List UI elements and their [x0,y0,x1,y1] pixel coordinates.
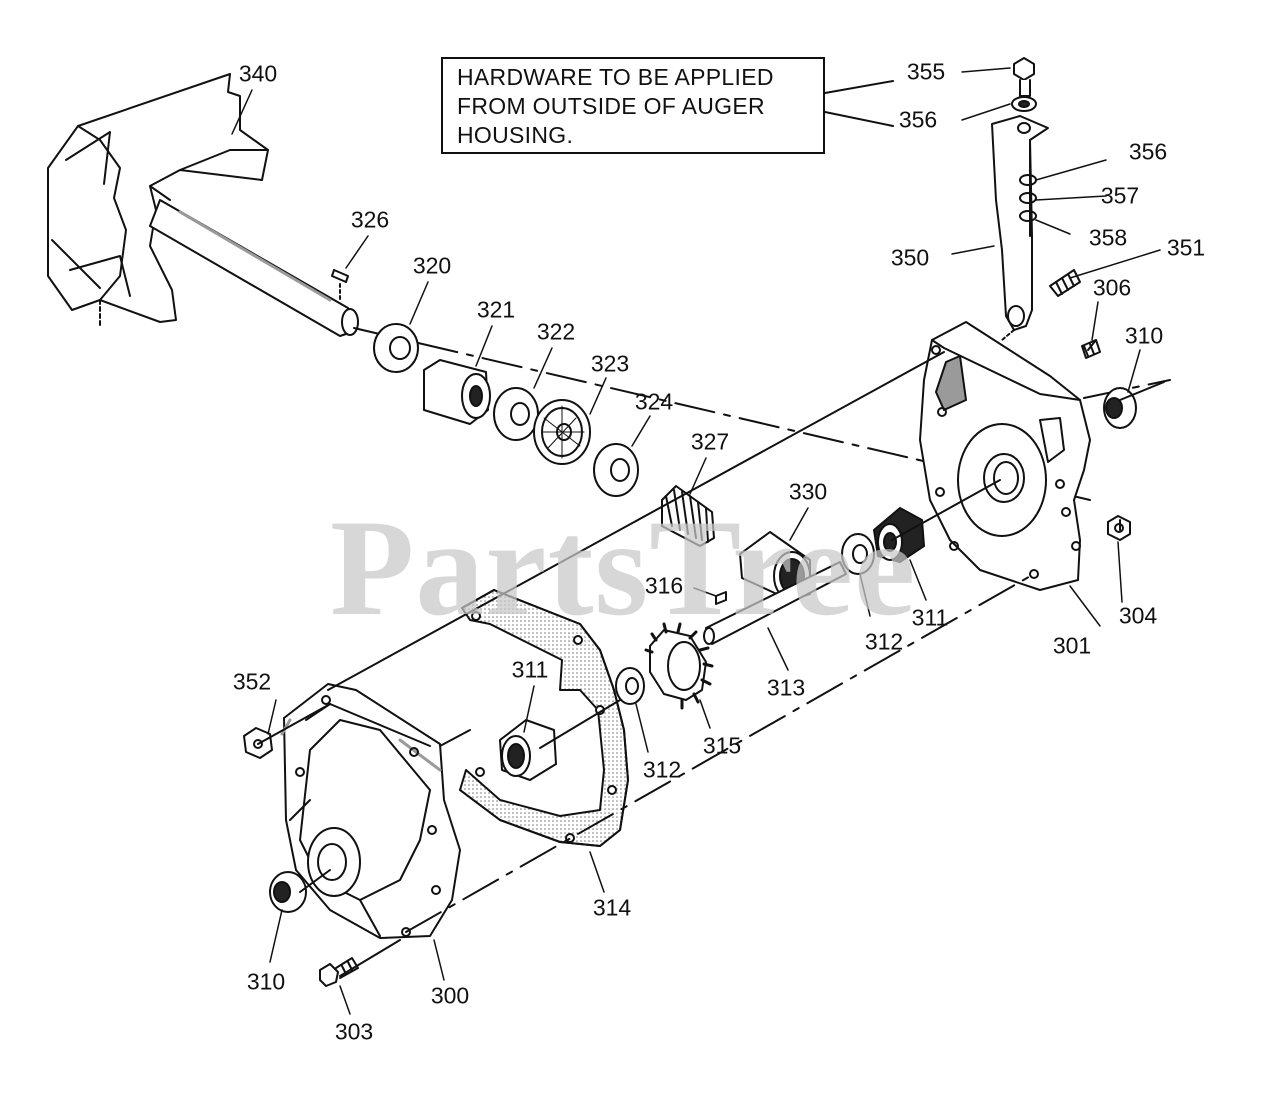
label-316: 316 [644,572,684,599]
label-355: 355 [906,58,946,85]
key-326 [331,269,349,301]
label-320: 320 [412,252,452,279]
housing-301 [919,321,1091,591]
label-352: 352 [232,668,272,695]
label-301: 301 [1052,632,1092,659]
label-327: 327 [690,428,730,455]
bolt-303 [319,957,359,987]
bracket-350 [991,115,1049,331]
label-311-right: 311 [911,604,949,631]
bolt-355 [1013,57,1035,97]
label-304: 304 [1118,602,1158,629]
washer-324 [593,443,639,497]
label-306: 306 [1092,274,1132,301]
bushing-321 [423,359,491,425]
washer-320 [373,323,419,373]
label-324: 324 [634,388,674,415]
screw-351 [1049,269,1081,297]
gasket-314 [459,589,629,847]
partstree-watermark: PartsTree [330,491,917,644]
bearing-310-left [269,871,307,913]
screw-306 [1081,339,1101,359]
label-351: 351 [1166,234,1206,261]
washer-312-right [841,533,875,575]
bearing-310-right [1103,387,1137,429]
thrust-bearing-323 [533,399,591,465]
label-358: 358 [1088,224,1128,251]
housing-300 [280,683,461,939]
washer-312-left [615,667,645,705]
bushing-311-left [499,719,557,781]
label-313: 313 [766,674,806,701]
note-line-1: HARDWARE TO BE APPLIED [457,64,774,90]
springs-357-358 [1019,174,1037,222]
auger-assembly-340 [47,73,359,337]
washer-322 [493,387,539,441]
shaft-313 [703,561,847,645]
hardware-note-box: HARDWARE TO BE APPLIED FROM OUTSIDE OF A… [441,57,825,154]
label-312-left: 312 [642,756,682,783]
label-322: 322 [536,318,576,345]
label-330: 330 [788,478,828,505]
label-340: 340 [238,60,278,87]
label-315: 315 [702,732,742,759]
label-300: 300 [430,982,470,1009]
label-321: 321 [476,296,516,323]
worm-gear-327 [661,485,715,547]
label-310-right: 310 [1124,322,1164,349]
label-314: 314 [592,894,632,921]
assembly-lines [257,329,1165,977]
label-356-spring: 356 [1128,138,1168,165]
label-356-top: 356 [898,106,938,133]
label-350: 350 [890,244,930,271]
label-311-left: 311 [511,656,549,683]
note-leaders [824,80,894,127]
note-line-2: FROM OUTSIDE OF AUGER [457,93,765,119]
label-357: 357 [1100,182,1140,209]
label-310-left: 310 [246,968,286,995]
washer-356-top [1011,96,1037,112]
label-323: 323 [590,350,630,377]
pin-316 [715,591,727,605]
note-line-3: HOUSING. [457,122,574,148]
label-leaders [231,67,1161,1015]
label-312-right: 312 [864,628,904,655]
label-326: 326 [350,206,390,233]
label-303: 303 [334,1018,374,1045]
gear-315 [644,622,714,710]
